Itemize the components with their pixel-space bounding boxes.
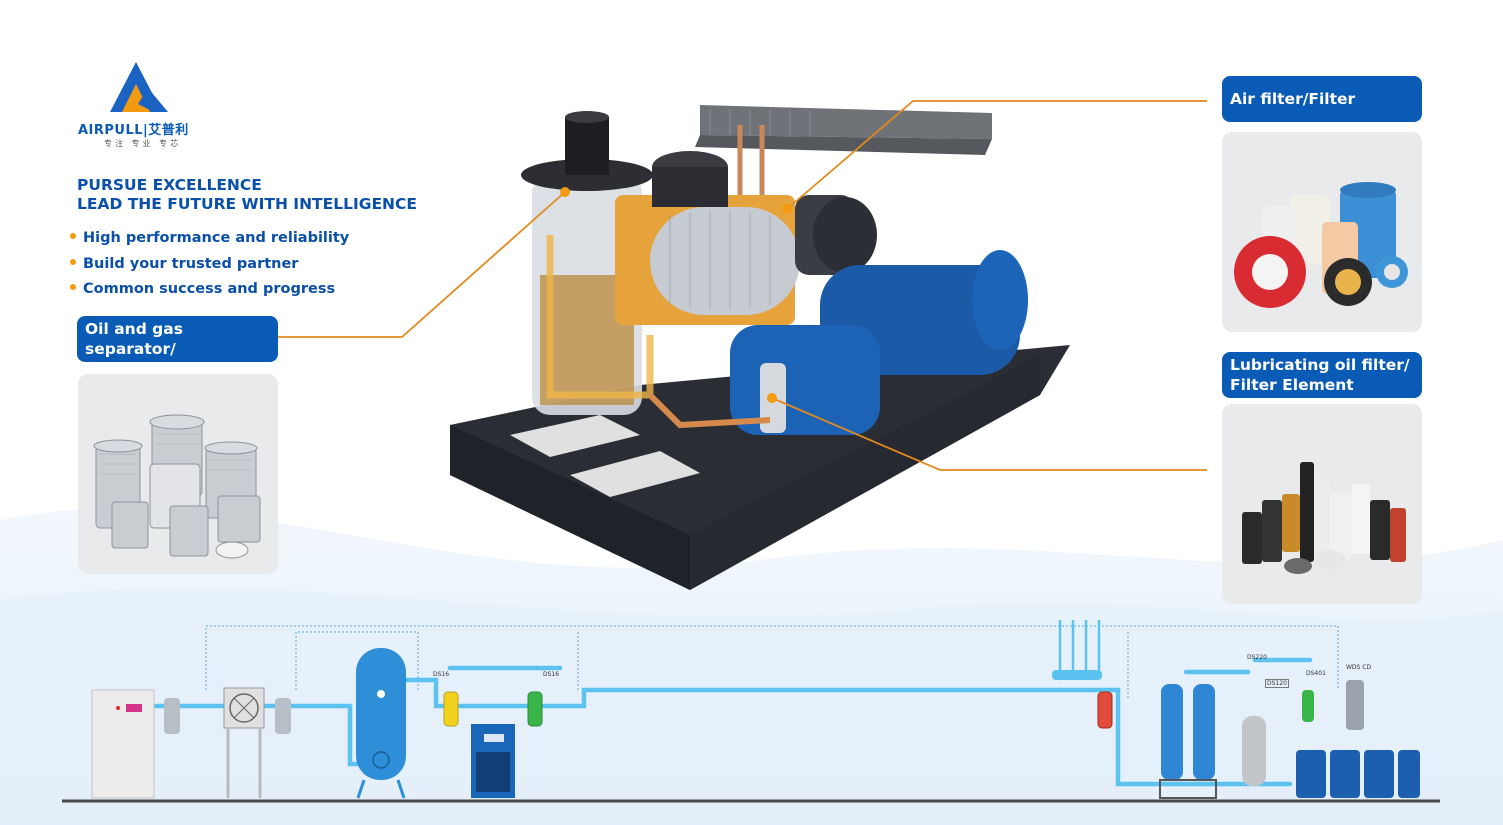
tag-wds: WDS CD <box>1346 664 1372 671</box>
air-filter-label: Air filter/Filter Element <box>1222 76 1422 154</box>
headline-line-2: LEAD THE FUTURE WITH INTELLIGENCE <box>77 195 417 213</box>
tag-ds16-b: DS16 <box>543 671 560 678</box>
headline-line-1: PURSUE EXCELLENCE <box>77 176 262 194</box>
oil-filter-image <box>1242 462 1406 574</box>
airpull-logo <box>110 62 168 112</box>
bullet-dot-icon <box>70 258 76 265</box>
feature-item: Build your trusted partner <box>70 253 349 279</box>
tag-ds120: DS120 <box>1265 679 1289 688</box>
headline: PURSUE EXCELLENCE LEAD THE FUTURE WITH I… <box>77 176 417 214</box>
air-filter-card <box>1222 132 1422 332</box>
screw-compressor-illustration <box>450 105 1070 590</box>
feature-item: High performance and reliability <box>70 227 349 253</box>
separator-filter-image <box>93 414 261 559</box>
separator-label: Oil and gas separator/ filter element <box>77 316 278 378</box>
separator-filter-card <box>78 374 278 574</box>
feature-item: Common success and progress <box>70 278 349 304</box>
tag-ds16-a: DS16 <box>433 671 450 678</box>
bullet-dot-icon <box>70 233 76 239</box>
feature-list: High performance and reliability Build y… <box>70 227 349 304</box>
tag-ds401: DS401 <box>1306 670 1326 677</box>
tag-ds220: DS220 <box>1247 654 1267 661</box>
brand-name: AIRPULL|艾普利 <box>78 123 189 138</box>
bullet-dot-icon <box>70 284 76 290</box>
compressed-air-system-diagram <box>62 620 1440 803</box>
air-filter-image <box>1234 182 1408 308</box>
brand-tagline: 专注 专业 专芯 <box>104 139 182 148</box>
oil-filter-label: Lubricating oil filter/ Filter Element <box>1222 352 1422 398</box>
oil-filter-card <box>1222 404 1422 604</box>
